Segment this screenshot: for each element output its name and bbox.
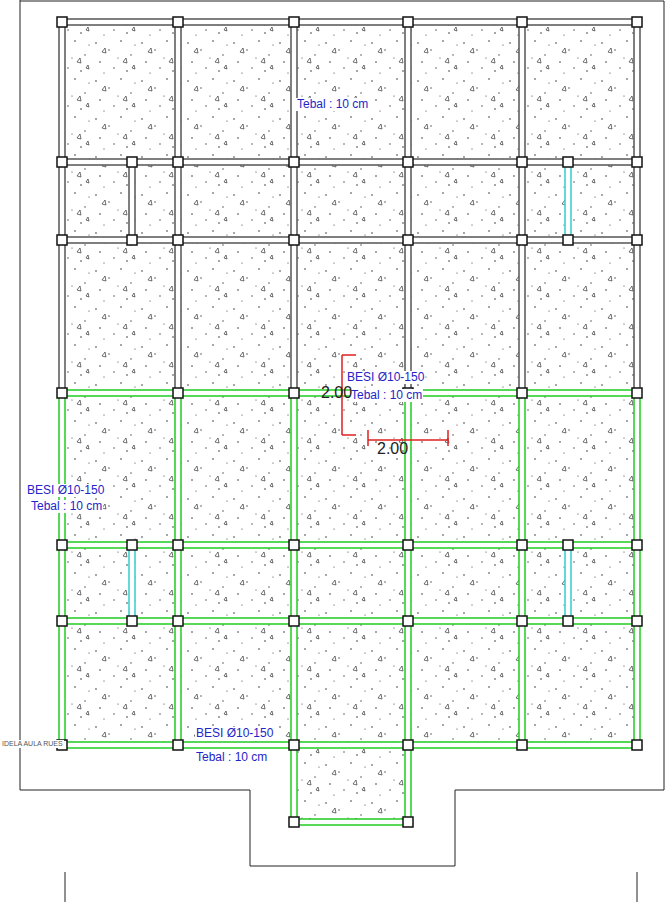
column bbox=[563, 540, 573, 550]
column bbox=[57, 540, 67, 550]
column bbox=[403, 235, 413, 245]
dimension-text: 2.00 bbox=[320, 384, 353, 402]
column bbox=[403, 740, 413, 750]
note-text: IDELA AULA RUES bbox=[1, 740, 64, 748]
column bbox=[173, 540, 183, 550]
site-outline bbox=[20, 1, 664, 2]
beam bbox=[62, 742, 637, 748]
beam bbox=[62, 159, 637, 165]
beam bbox=[405, 22, 411, 393]
column bbox=[403, 540, 413, 550]
beam bbox=[62, 542, 637, 548]
column bbox=[173, 235, 183, 245]
slab-fill bbox=[62, 22, 637, 745]
column bbox=[127, 235, 137, 245]
column bbox=[57, 157, 67, 167]
beam bbox=[291, 22, 297, 393]
beam bbox=[634, 393, 640, 745]
site-outline bbox=[20, 0, 664, 866]
column bbox=[289, 740, 299, 750]
column bbox=[57, 388, 67, 398]
beam bbox=[129, 162, 135, 240]
column bbox=[127, 616, 137, 626]
beam bbox=[59, 22, 65, 393]
column bbox=[173, 740, 183, 750]
column bbox=[289, 235, 299, 245]
beam bbox=[62, 237, 637, 243]
site-tick bbox=[65, 872, 637, 902]
column bbox=[403, 817, 413, 827]
column bbox=[632, 388, 642, 398]
column bbox=[57, 17, 67, 27]
slab-note: BESI Ø10-150 bbox=[346, 371, 425, 384]
column bbox=[403, 157, 413, 167]
slab-note: Tebal : 10 cm bbox=[350, 389, 423, 402]
slab-note: Tebal : 10 cm bbox=[296, 98, 369, 111]
column bbox=[173, 17, 183, 27]
column bbox=[403, 17, 413, 27]
slab-note: BESI Ø10-150 bbox=[195, 727, 274, 740]
beam bbox=[129, 545, 135, 621]
column bbox=[517, 235, 527, 245]
slab-note: Tebal : 10 cm bbox=[30, 500, 103, 513]
column bbox=[632, 157, 642, 167]
slab-note: Tebal : 10 cm bbox=[195, 751, 268, 764]
slab-fill bbox=[294, 745, 408, 822]
column bbox=[173, 157, 183, 167]
beam bbox=[634, 22, 640, 393]
column bbox=[632, 17, 642, 27]
column bbox=[632, 740, 642, 750]
beam bbox=[294, 819, 408, 825]
column bbox=[127, 157, 137, 167]
beam bbox=[405, 745, 411, 822]
beam bbox=[291, 745, 297, 822]
column bbox=[563, 235, 573, 245]
column bbox=[57, 235, 67, 245]
column bbox=[403, 616, 413, 626]
beam bbox=[62, 618, 637, 624]
column bbox=[517, 388, 527, 398]
column bbox=[289, 157, 299, 167]
beam bbox=[519, 393, 525, 745]
column bbox=[632, 616, 642, 626]
column bbox=[517, 157, 527, 167]
column bbox=[517, 17, 527, 27]
column bbox=[127, 540, 137, 550]
column bbox=[289, 388, 299, 398]
column bbox=[517, 616, 527, 626]
dimension-text: 2.00 bbox=[376, 440, 409, 458]
column bbox=[517, 540, 527, 550]
column bbox=[289, 17, 299, 27]
column bbox=[289, 616, 299, 626]
beam bbox=[565, 162, 571, 240]
column bbox=[173, 388, 183, 398]
beam bbox=[62, 19, 637, 25]
beam bbox=[565, 545, 571, 621]
beam bbox=[291, 393, 297, 745]
column bbox=[57, 616, 67, 626]
beam bbox=[175, 22, 181, 393]
column bbox=[173, 616, 183, 626]
column bbox=[289, 817, 299, 827]
column bbox=[632, 540, 642, 550]
beam bbox=[175, 393, 181, 745]
column bbox=[632, 235, 642, 245]
column bbox=[563, 157, 573, 167]
column bbox=[289, 540, 299, 550]
column bbox=[563, 616, 573, 626]
beam bbox=[59, 393, 65, 745]
slab-note: BESI Ø10-150 bbox=[26, 484, 105, 497]
beam bbox=[519, 22, 525, 393]
column bbox=[517, 740, 527, 750]
